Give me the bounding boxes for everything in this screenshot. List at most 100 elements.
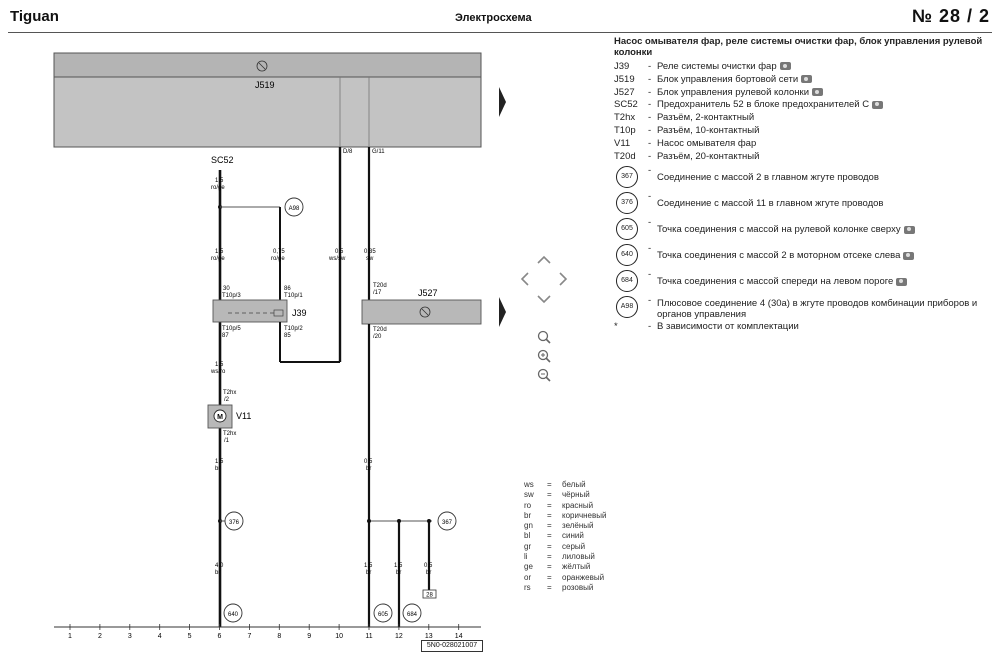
page-ref-box[interactable] [422,589,437,599]
zoom-fit-button[interactable] [537,330,551,344]
zoom-in-icon[interactable] [537,349,549,361]
camera-icon[interactable] [801,75,813,84]
svg-text:/1: /1 [224,438,230,444]
camera-icon[interactable] [812,88,824,97]
legend-desc: Точка соединения с массой спереди на лев… [657,276,987,287]
color-key-row: ro=красный [524,500,594,510]
camera-icon[interactable] [779,62,791,71]
nav-pad[interactable] [520,255,568,304]
track-number: 11 [365,633,372,640]
ground-367 [437,511,457,531]
wire-label: 0,75 [273,249,285,255]
legend-item: T10p-Разъём, 10-контактный [614,124,760,136]
zoom-fit-icon[interactable] [537,330,549,342]
color-key-row: ws=белый [524,480,586,489]
legend-desc: Соединение с массой 2 в главном жгуте пр… [657,172,879,184]
camera-icon[interactable] [903,251,915,260]
track-number: 2 [98,633,102,640]
wire-color: br [426,570,431,576]
j39-label: J39 [292,308,307,318]
color-key-row: li=лиловый [524,552,595,562]
ground-symbol: A98 [616,296,638,319]
wire-label: 0,5 [424,563,433,569]
legend-desc: Насос омывателя фар [657,137,757,149]
j39-relay-box [212,299,288,323]
wire-color: ws/ro [210,369,226,375]
legend-item: SC52-Предохранитель 52 в блоке предохран… [614,99,994,112]
wire-label: 1,5 [215,249,224,255]
camera-icon[interactable] [896,277,908,286]
svg-text:28: 28 [426,593,433,599]
wire-color: ro/ge [211,256,225,262]
svg-text:T10p/3: T10p/3 [222,293,241,299]
track-number: 3 [128,633,132,640]
svg-text:640: 640 [228,612,239,618]
continue-arrow-icon[interactable] [499,297,506,327]
wire-label: 1,5 [394,563,403,569]
track-number: 1 [68,633,72,640]
svg-text:A98: A98 [289,206,300,212]
track-number: 13 [425,633,433,640]
legend-footnote: * - В зависимости от комплектации [614,321,799,333]
track-number: 5 [188,633,192,640]
legend-code: SC52 [614,99,638,111]
svg-text:85: 85 [284,333,291,339]
legend-desc: Соединение с массой 11 в главном жгуте п… [657,198,884,210]
track-number: 9 [307,633,311,640]
zoom-in-button[interactable] [537,349,551,363]
track-number: 7 [247,633,251,640]
track-number: 6 [218,633,222,640]
color-key-row: br=коричневый [524,510,607,520]
color-key-row: gn=зелёный [524,521,594,531]
track-number: 8 [277,633,281,640]
svg-text:/20: /20 [373,334,382,340]
legend-code: T2hx [614,112,636,124]
j519-label: J519 [255,80,275,90]
svg-text:T10p/1: T10p/1 [284,293,303,299]
continue-arrow-icon[interactable] [499,87,506,117]
v11-label: V11 [236,411,251,421]
ground-symbol: 605 [616,218,638,241]
camera-icon[interactable] [903,225,915,234]
camera-icon[interactable] [872,100,884,109]
svg-text:87: 87 [222,333,229,339]
legend-desc: Блок управления рулевой колонки [657,87,824,100]
legend-ground-item: 376-Соединение с массой 11 в главном жгу… [614,191,994,217]
svg-text:605: 605 [378,612,389,618]
connector-a98 [284,197,304,217]
header-divider [8,32,992,33]
zoom-out-icon[interactable] [537,368,549,380]
zoom-out-button[interactable] [537,368,551,382]
legend-code: J519 [614,73,635,85]
wire-color: br [396,570,401,576]
wire-color: ws/sw [328,256,346,262]
pan-right-icon[interactable] [559,272,568,286]
track-number: 4 [158,633,162,640]
color-key-row: or=оранжевый [524,572,605,582]
color-key-row: sw=чёрный [524,490,590,500]
wire-color: ro/ge [271,256,285,262]
legend-code: V11 [614,137,631,149]
wire-color: br [366,570,371,576]
legend-code: T10p [614,124,636,136]
wire-label: 0,35 [364,249,376,255]
color-key-row: ge=жёлтый [524,562,591,572]
track-number: 12 [395,633,403,640]
pan-left-icon[interactable] [520,272,529,286]
ground-symbol: 684 [616,270,638,293]
svg-text:T10p/2: T10p/2 [284,326,303,332]
svg-text:376: 376 [229,520,240,526]
legend-desc: Плюсовое соединение 4 (30a) в жгуте пров… [657,298,978,321]
j519-header-bar [53,52,482,78]
svg-text:T2hx: T2hx [223,431,236,437]
svg-text:367: 367 [442,520,453,526]
component-legend: Насос омывателя фар, реле системы очистк… [614,36,994,334]
legend-item: T2hx-Разъём, 2-контактный [614,112,755,124]
pan-up-icon[interactable] [537,255,551,264]
ground-symbol: 640 [616,244,638,267]
pan-down-icon[interactable] [537,295,551,304]
legend-ground-item: 684-Точка соединения с массой спереди на… [614,269,994,295]
color-key-row: rs=розовый [524,582,594,592]
legend-desc: Разъём, 20-контактный [657,150,760,162]
